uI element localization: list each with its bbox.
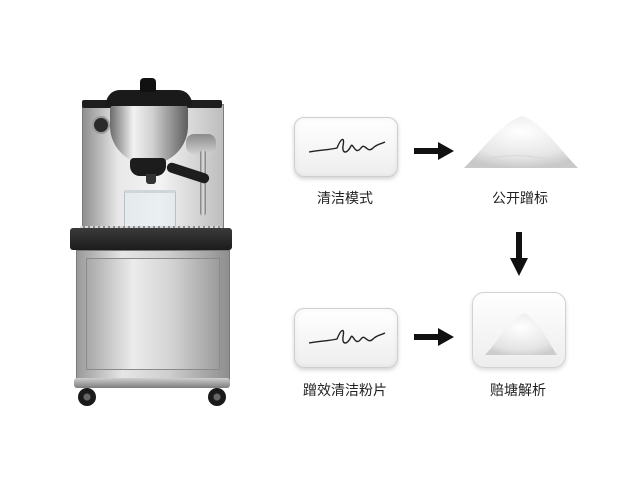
step-label-clean-mode: 清洁模式 [317,191,373,207]
powder-pile-icon [462,110,580,176]
kettle-lid [106,90,192,106]
steam-wand-head [186,134,216,154]
arrow-icon [414,142,454,160]
cleaning-tablet-icon [294,308,398,368]
cart-top [70,228,232,250]
kettle-knob [140,78,156,92]
cart-base [74,378,230,388]
arrow-icon [414,328,454,346]
machine-badge-icon [92,116,110,134]
step-label-cleaning-tablet: 蹭效清洁粉片 [303,383,387,399]
kettle-spout [146,174,156,184]
arrow-icon [510,232,528,276]
wheel-icon [208,388,226,406]
kettle-bowl [110,104,188,164]
step-label-public: 公开蹭标 [492,191,548,207]
step-label-analysis: 赔塘解析 [490,383,546,399]
cart-door [86,258,220,370]
wheel-icon [78,388,96,406]
signature-mark [308,138,386,153]
signature-mark [308,329,386,344]
cleaning-tablet-icon [294,117,398,177]
powder-dish-icon [472,292,566,368]
kettle-neck [130,158,166,176]
